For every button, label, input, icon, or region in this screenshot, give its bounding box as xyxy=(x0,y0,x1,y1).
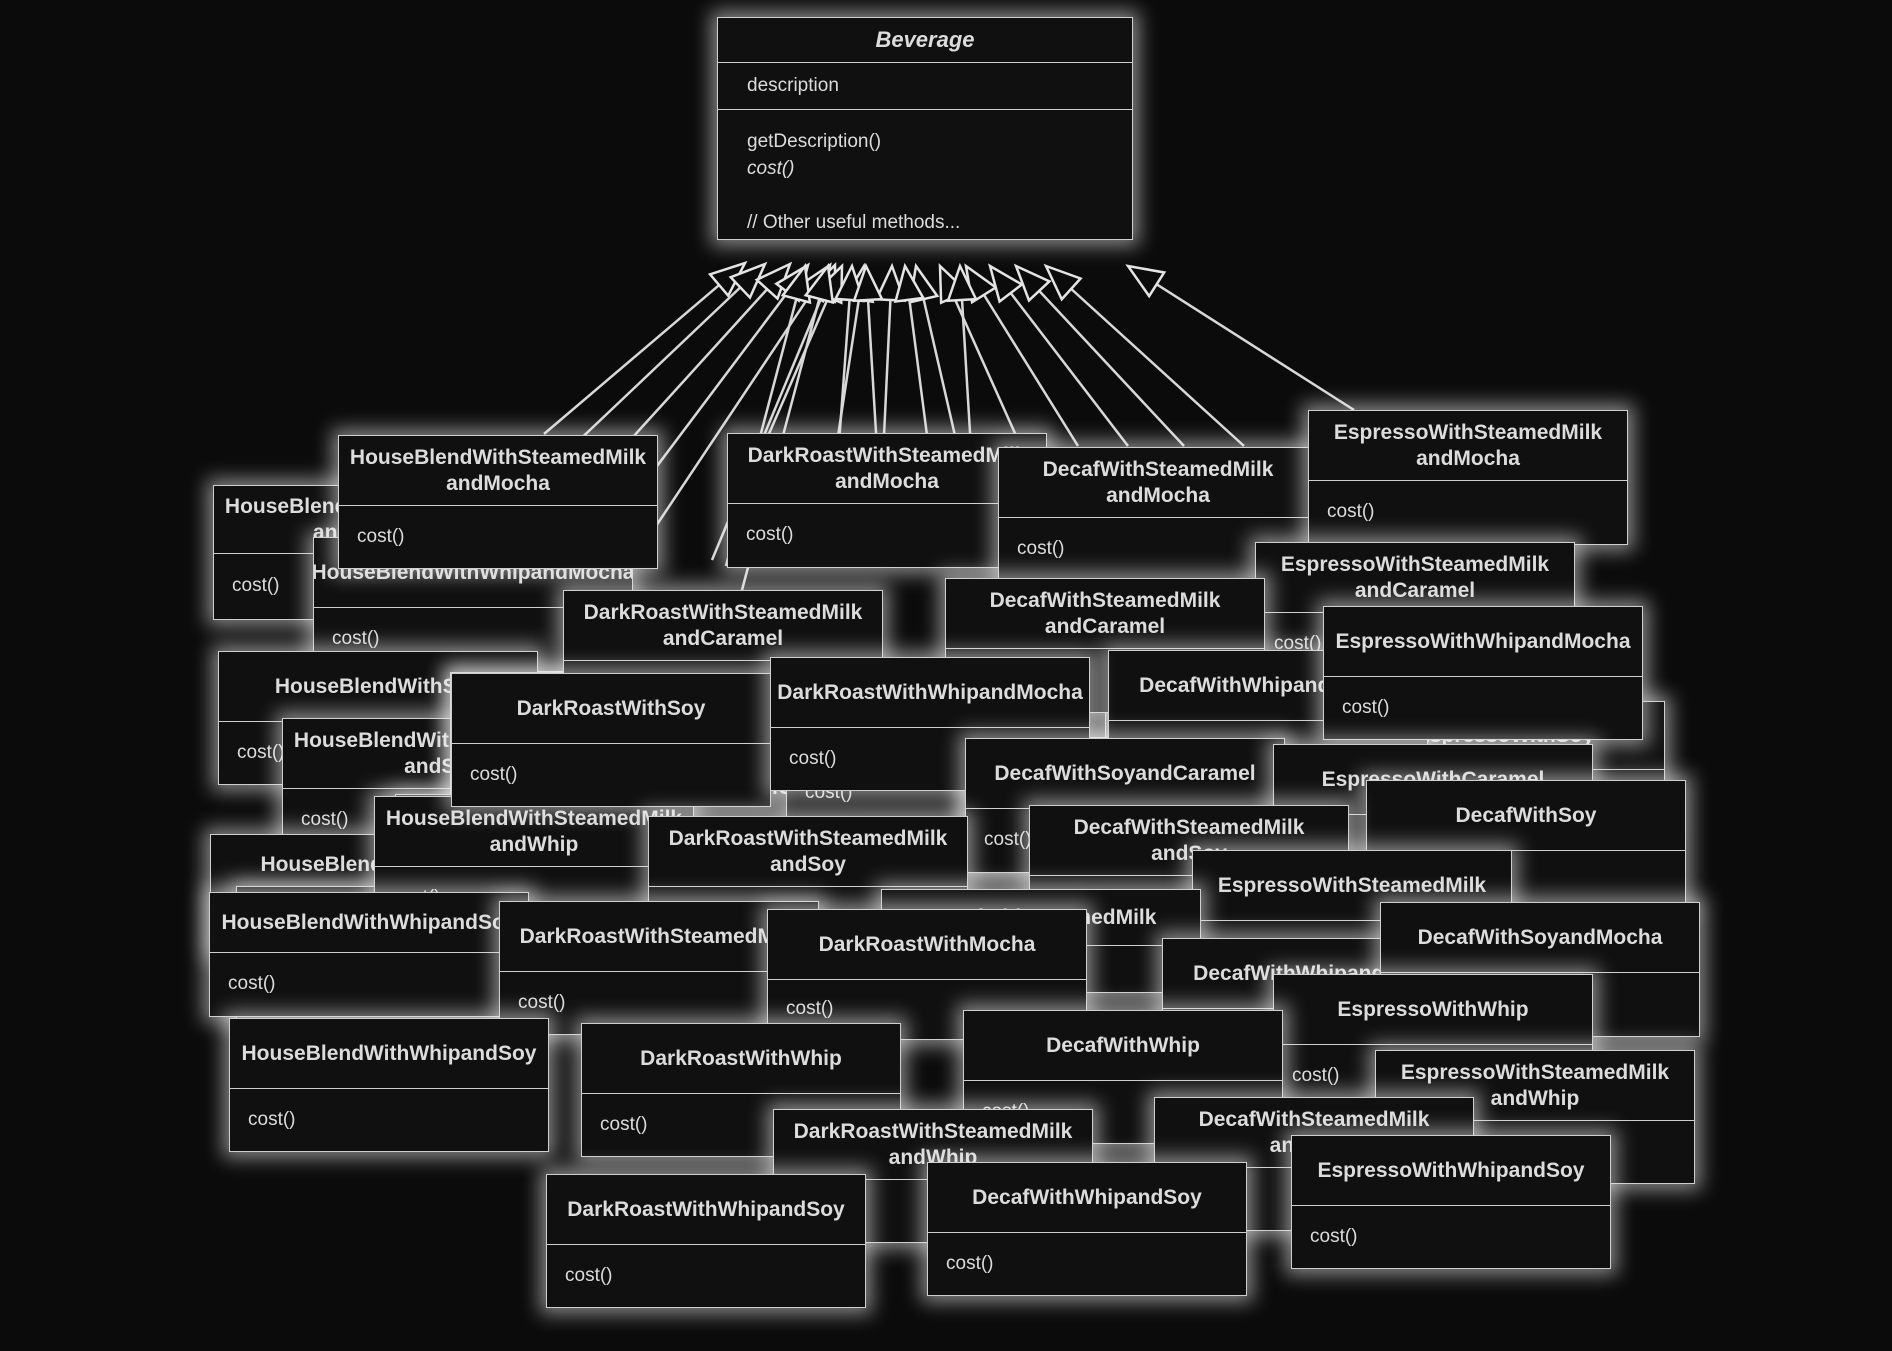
subclass-method-cost: cost() xyxy=(786,998,834,1019)
subclass-name: HouseBlendWithSteamedMilk andMocha xyxy=(339,436,657,506)
subclass-method-cost: cost() xyxy=(518,991,566,1013)
beverage-attribute: description xyxy=(718,63,1132,110)
subclass-name: DarkRoastWithWhip xyxy=(582,1024,900,1094)
subclass-name: EspressoWithWhipandSoy xyxy=(1292,1136,1610,1206)
subclass-method-cost: cost() xyxy=(470,763,518,785)
subclass-box: EspressoWithWhipandMocha cost() xyxy=(1323,606,1643,740)
subclass-name: DarkRoastWithSteamedMilk xyxy=(500,902,818,972)
inheritance-line xyxy=(766,296,830,437)
method-other: // Other useful methods... xyxy=(747,212,961,233)
subclass-name: DecafWithSoyandCaramel xyxy=(966,739,1284,809)
subclass-name: HouseBlendWithSteamedMilk andWhip xyxy=(375,797,693,867)
inheritance-line xyxy=(1009,292,1129,447)
subclass-method-cost: cost() xyxy=(789,747,837,769)
beverage-methods: getDescription() cost() // Other useful … xyxy=(718,110,1132,236)
subclass-box: HouseBlendWithWhipandSoy cost() xyxy=(209,892,529,1017)
subclass-method-cost: cost() xyxy=(565,1264,613,1286)
subclass-method-cost: cost() xyxy=(600,1113,648,1135)
subclass-box: EspressoWithWhipandSoy cost() xyxy=(1291,1135,1611,1269)
subclass-box: DarkRoastWithSteamedMilk cost() xyxy=(499,901,819,1035)
generalization-arrowhead xyxy=(803,262,835,305)
inheritance-line xyxy=(982,294,1080,447)
subclass-box: DarkRoastWithWhipandMocha cost() xyxy=(770,657,1090,791)
subclass-method-cost: cost() xyxy=(228,973,276,994)
inheritance-line xyxy=(1156,283,1355,412)
subclass-name: EspressoWithSteamedMilk andMocha xyxy=(1309,411,1627,481)
subclass-method-cost: cost() xyxy=(946,1252,994,1274)
beverage-class-name: Beverage xyxy=(718,18,1132,63)
subclass-name: EspressoWithSteamedMilk xyxy=(1193,851,1511,921)
method-spacer xyxy=(747,182,1103,209)
subclass-method-cost: cost() xyxy=(1017,538,1065,559)
generalization-arrowhead xyxy=(946,262,978,303)
generalization-arrowhead xyxy=(852,262,884,303)
subclass-method-cost: cost() xyxy=(1327,501,1375,522)
subclass-name: DarkRoastWithMocha xyxy=(768,910,1086,980)
inheritance-line xyxy=(654,292,813,527)
generalization-arrowhead xyxy=(893,262,926,304)
subclass-name: DarkRoastWithSoy xyxy=(452,674,770,744)
subclass-name: DecafWithSoyandMocha xyxy=(1381,903,1699,973)
subclass-name: DecafWithWhipandSoy xyxy=(928,1163,1246,1233)
subclass-method-cost: cost() xyxy=(984,829,1032,850)
subclass-name: EspressoWithWhipandMocha xyxy=(1324,607,1642,677)
subclass-box: HouseBlendWithSteamedMilk andMocha cost() xyxy=(338,435,658,569)
subclass-name: EspressoWithSteamedMilk andCaramel xyxy=(1256,543,1574,613)
subclass-method-cost: cost() xyxy=(746,524,794,545)
method-get-description: getDescription() xyxy=(747,131,882,152)
inheritance-line xyxy=(1070,287,1245,447)
subclass-name: DarkRoastWithSteamedMilk andCaramel xyxy=(564,591,882,661)
subclass-name: HouseBlendWithWhipandSoy xyxy=(210,893,528,953)
subclass-method-cost: cost() xyxy=(248,1108,296,1130)
inheritance-line xyxy=(1038,290,1185,447)
subclass-name: EspressoWithWhip xyxy=(1274,975,1592,1045)
subclass-name: DarkRoastWithWhipandMocha xyxy=(771,658,1089,728)
generalization-arrowhead xyxy=(1125,264,1167,299)
subclass-method-cost: cost() xyxy=(237,741,285,763)
subclass-method-cost: cost() xyxy=(301,809,349,830)
subclass-box: DarkRoastWithMocha cost() xyxy=(767,909,1087,1040)
subclass-box: DarkRoastWithSteamedMilk andMocha cost() xyxy=(727,433,1047,568)
generalization-arrowhead xyxy=(780,262,812,305)
subclass-box: HouseBlendWithWhipandSoy cost() xyxy=(229,1018,549,1152)
subclass-name: DecafWithWhip xyxy=(964,1011,1282,1081)
subclass-box: DarkRoastWithWhipandSoy cost() xyxy=(546,1174,866,1308)
subclass-name: DecafWithSteamedMilk andCaramel xyxy=(946,579,1264,649)
subclass-box: EspressoWithSteamedMilk andMocha cost() xyxy=(1308,410,1628,545)
subclass-box: DarkRoastWithSoy cost() xyxy=(451,673,771,807)
generalization-arrowhead xyxy=(988,263,1025,304)
generalization-arrowhead xyxy=(1043,263,1083,302)
subclass-method-cost: cost() xyxy=(1292,1065,1340,1086)
subclass-method-cost: cost() xyxy=(357,525,405,547)
method-cost-abstract: cost() xyxy=(747,158,795,179)
subclass-name: HouseBlendWithWhipandSoy xyxy=(230,1019,548,1089)
subclass-method-cost: cost() xyxy=(332,628,380,649)
subclass-box: DecafWithSteamedMilk andMocha cost() xyxy=(998,447,1318,582)
subclass-name: DarkRoastWithWhipandSoy xyxy=(547,1175,865,1245)
inheritance-line xyxy=(882,299,892,437)
inheritance-line xyxy=(922,298,958,441)
subclass-box: DecafWithWhipandSoy cost() xyxy=(927,1162,1247,1296)
subclass-method-cost: cost() xyxy=(232,575,280,596)
subclass-name: DecafWithSteamedMilk andMocha xyxy=(999,448,1317,518)
subclass-method-cost: cost() xyxy=(1342,696,1390,718)
subclass-name: DarkRoastWithSteamedMilk andSoy xyxy=(649,817,967,887)
subclass-name: DecafWithSoy xyxy=(1367,781,1685,851)
subclass-name: DarkRoastWithSteamedMilk andMocha xyxy=(728,434,1046,504)
subclass-method-cost: cost() xyxy=(1310,1225,1358,1247)
beverage-class: Beverage description getDescription() co… xyxy=(717,17,1133,240)
subclass-name: EspressoWithSteamedMilk andWhip xyxy=(1376,1051,1694,1121)
generalization-arrowhead xyxy=(1013,263,1052,303)
subclass-method-cost: cost() xyxy=(1274,632,1322,654)
subclass-box: DarkRoastWithWhip cost() xyxy=(581,1023,901,1157)
subclass-name: DecafWithSteamedMilk andSoy xyxy=(1030,806,1348,876)
inheritance-line xyxy=(543,284,720,435)
inheritance-line xyxy=(952,296,1020,441)
